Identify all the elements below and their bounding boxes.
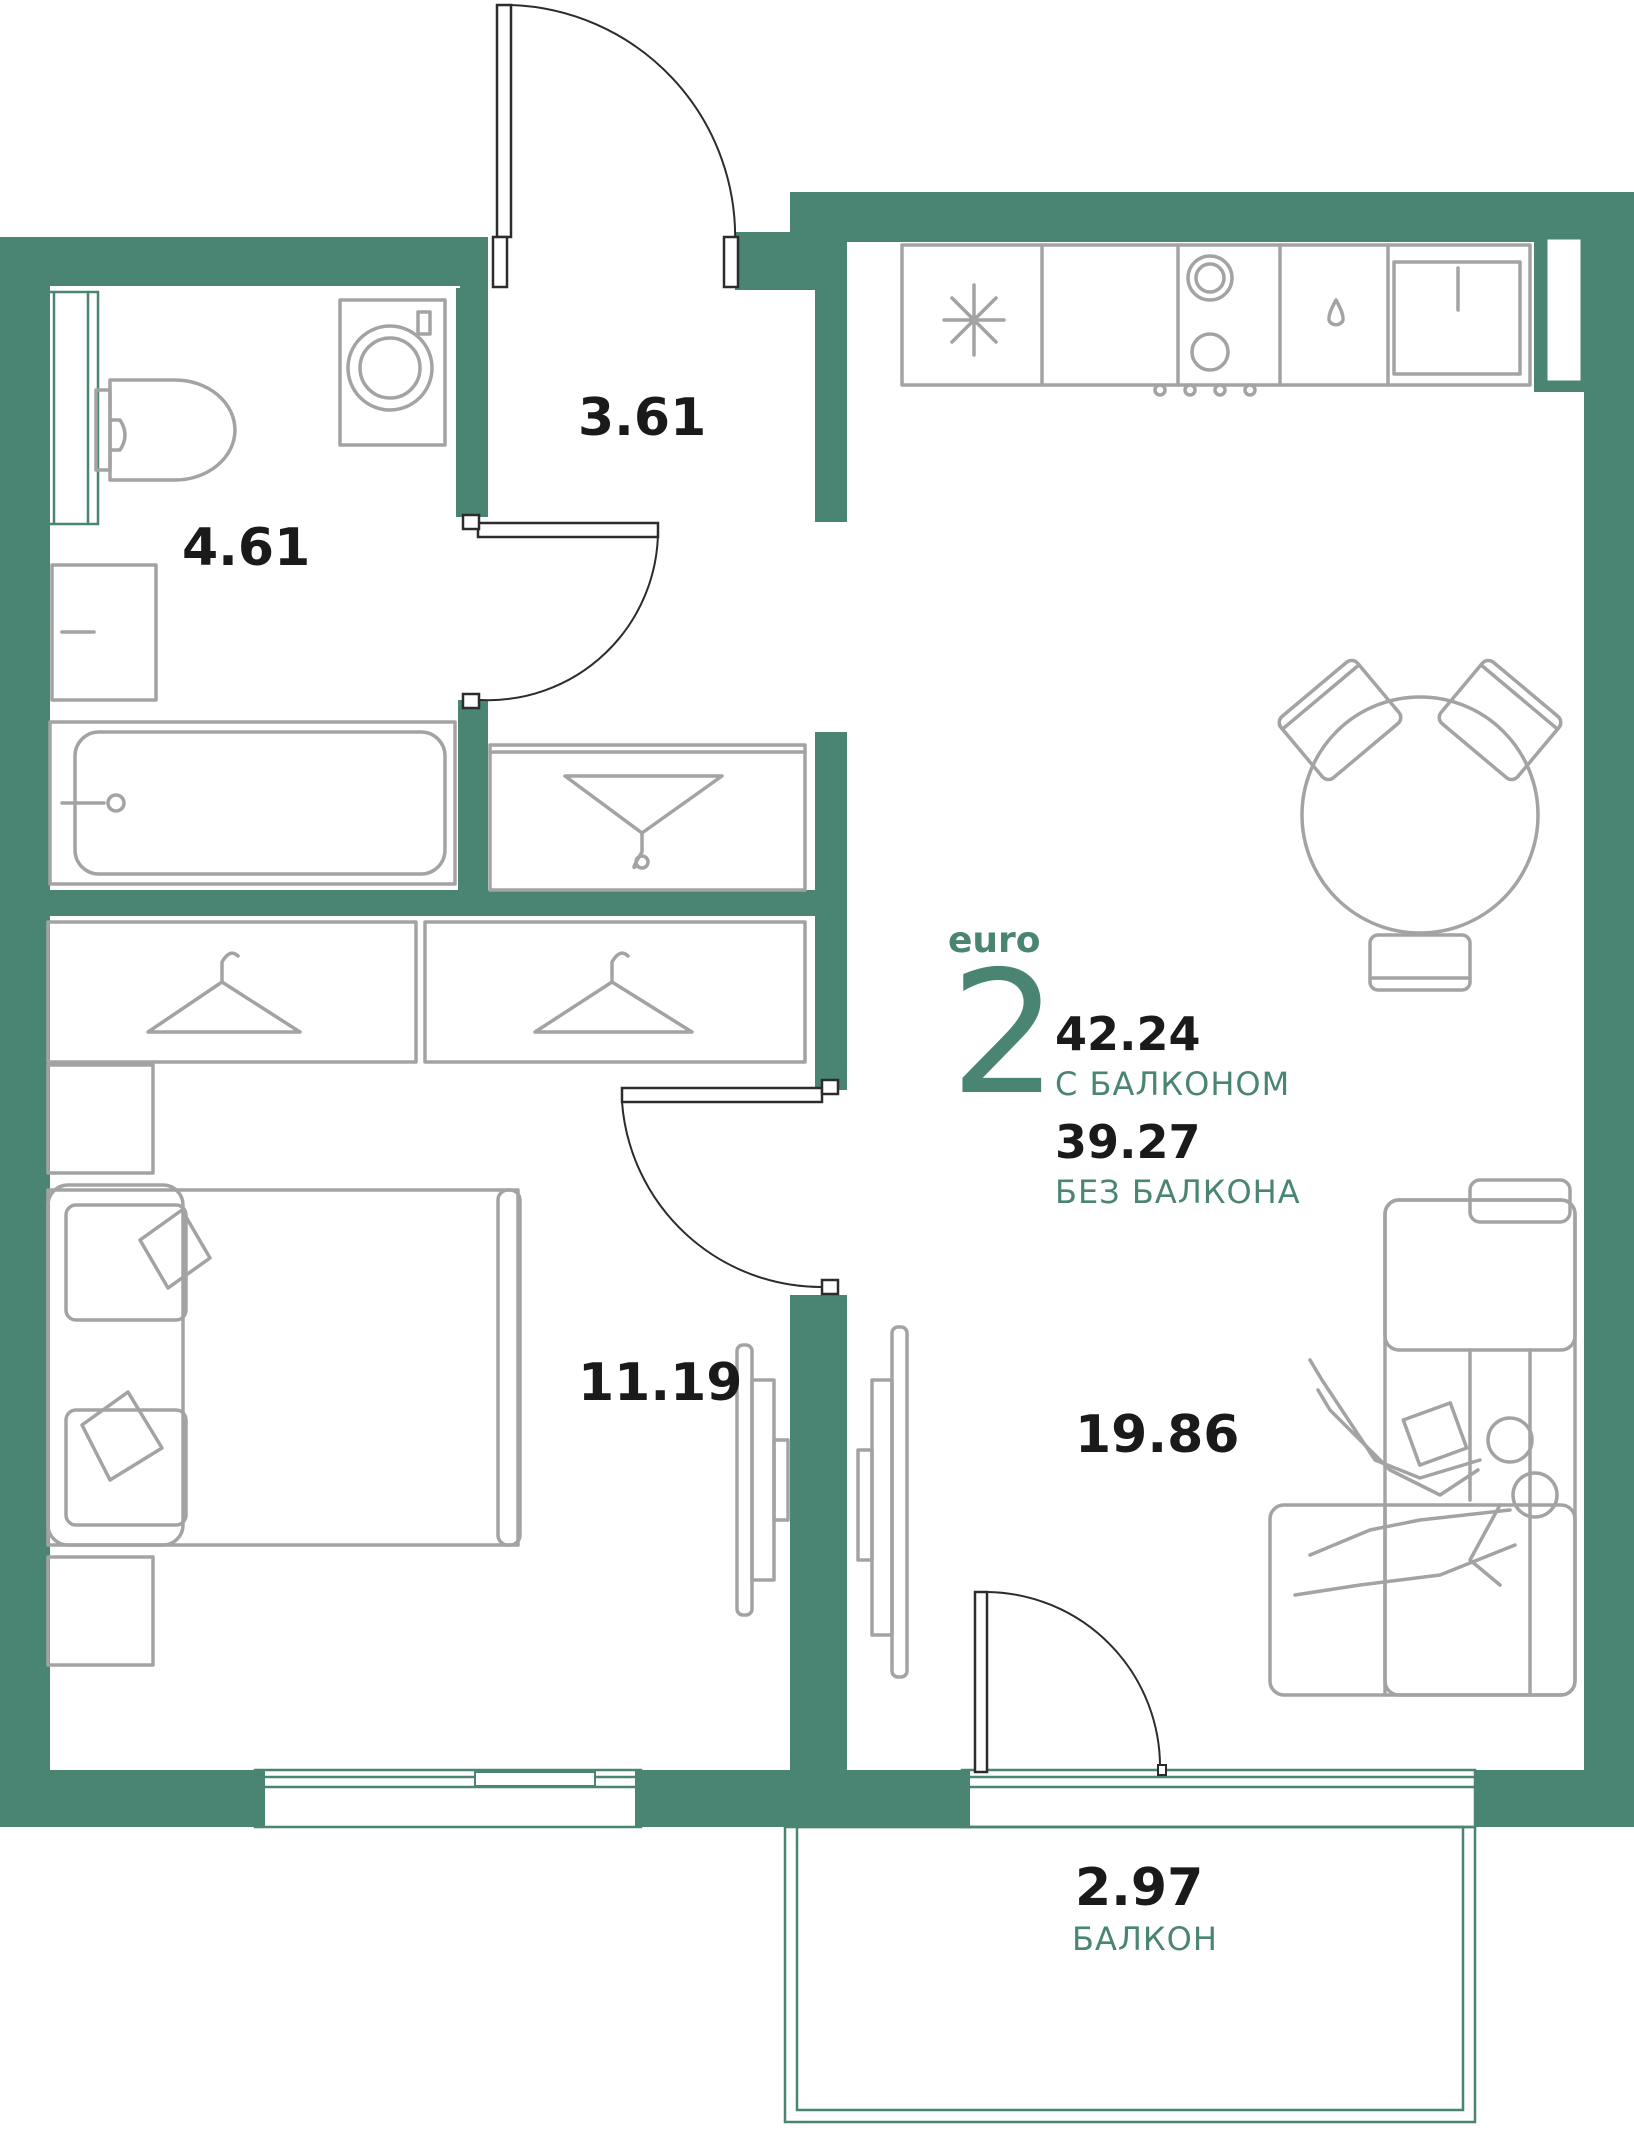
doors [461, 3, 1167, 1776]
area-living-kitchen: 19.86 [1075, 1405, 1239, 1465]
sofa-icon [1268, 1178, 1577, 1697]
type-label: euro [948, 920, 1041, 961]
nightstand-bottom [46, 1555, 155, 1667]
total-with-balcony: 42.24 [1055, 1007, 1201, 1061]
wall-hall-left [456, 237, 488, 517]
total-with-balcony-caption: С БАЛКОНОМ [1055, 1065, 1290, 1103]
stove-icon [1153, 243, 1282, 397]
bathtub-icon [48, 720, 457, 886]
door-balcony [973, 1590, 1167, 1776]
toilet-icon [94, 378, 237, 482]
walls [0, 192, 1634, 1827]
wall-partition-low [790, 1295, 847, 1815]
wall-bath-closet-divider [458, 700, 488, 890]
washing-machine-icon [338, 298, 447, 447]
tv-bedroom-icon [735, 1343, 790, 1617]
kitchen-furniture [900, 243, 1532, 397]
closet-bedroom-2 [423, 920, 807, 1064]
wall-bottom-right [1475, 1770, 1634, 1827]
wall-partition-mid [815, 732, 847, 1090]
wall-bottom-mid [635, 1770, 970, 1827]
area-hallway: 3.61 [578, 388, 706, 448]
dining-set-icon [1277, 658, 1563, 992]
kitchen-sink-icon [1392, 260, 1522, 376]
window-living [960, 1768, 1477, 1829]
wall-top-left [0, 237, 488, 287]
area-bedroom: 11.19 [578, 1353, 742, 1413]
apartment-summary: euro 2 42.24 С БАЛКОНОМ 39.27 БЕЗ БАЛКОН… [948, 920, 1301, 1211]
balcony-outline [783, 1825, 1477, 2124]
total-without-balcony-caption: БЕЗ БАЛКОНА [1055, 1173, 1301, 1211]
windows [42, 239, 1581, 1829]
wall-right-outer [1584, 192, 1634, 1827]
closet-hall [488, 743, 807, 892]
room-labels: 4.61 3.61 11.19 19.86 2.97 БАЛКОН [182, 388, 1239, 1958]
wall-bottom-left [0, 1770, 265, 1827]
balcony-caption: БАЛКОН [1072, 1920, 1218, 1958]
fridge-icon [942, 243, 1044, 387]
bedroom-furniture [46, 1063, 790, 1667]
wall-left-outer [0, 237, 50, 1827]
door-bathroom [461, 513, 660, 710]
tv-living-icon [856, 1325, 909, 1679]
wall-hall-right-top [815, 192, 847, 522]
total-without-balcony: 39.27 [1055, 1115, 1201, 1169]
door-entrance [491, 3, 740, 289]
window-kitchen-right [1547, 239, 1581, 381]
wall-top-right [790, 192, 1634, 242]
bed-icon [46, 1183, 522, 1547]
area-balcony: 2.97 [1075, 1858, 1203, 1918]
window-bedroom [253, 1768, 643, 1829]
bathroom-fixtures [48, 298, 457, 886]
nightstand-top [46, 1063, 155, 1175]
door-bedroom [620, 1078, 840, 1296]
people-on-sofa-icon [1293, 1358, 1559, 1597]
rooms-count: 2 [950, 935, 1058, 1133]
window-bathroom [42, 290, 100, 526]
closets [46, 743, 807, 1064]
closet-bedroom-1 [46, 920, 418, 1064]
area-bathroom: 4.61 [182, 518, 310, 578]
dishwasher-icon [1327, 243, 1390, 387]
sink-icon [50, 563, 158, 702]
wall-bath-bottom [40, 890, 822, 916]
